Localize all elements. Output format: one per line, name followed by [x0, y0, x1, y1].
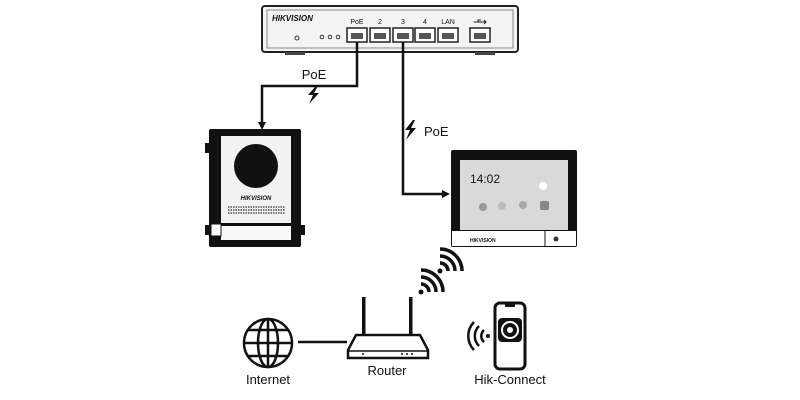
- port-4: [414, 27, 436, 43]
- smartphone-icon: [493, 301, 527, 371]
- usb-icon: [474, 19, 487, 25]
- port-label-poe: PoE: [350, 19, 364, 26]
- port-lan: [437, 27, 459, 43]
- switch-brand-logo: HIKVISION: [272, 14, 313, 23]
- poe-cable-door-station: [258, 42, 359, 130]
- port-label-lan: LAN: [441, 19, 455, 26]
- speaker-grill: [228, 206, 285, 214]
- door-brand-logo: HIKVISION: [241, 196, 272, 202]
- status-leds: [319, 34, 341, 40]
- port-3: [392, 27, 414, 43]
- signal-icon: [467, 321, 490, 351]
- port-2: [369, 27, 391, 43]
- door-station: HIKVISION: [205, 129, 305, 247]
- poe-label-monitor: PoE: [424, 124, 449, 139]
- poe-label-door: PoE: [302, 67, 327, 82]
- port-label-2: 2: [378, 19, 382, 26]
- hik-connect-label: Hik-Connect: [474, 372, 546, 387]
- internet-label: Internet: [246, 372, 290, 387]
- port-usb: [469, 27, 491, 43]
- monitor-brand-logo: HIKVISION: [470, 238, 496, 244]
- indoor-monitor: 14:02 HIKVISION: [451, 150, 577, 247]
- port-poe: [346, 27, 368, 43]
- lightning-icon: [308, 86, 319, 104]
- camera-lens: [234, 144, 278, 188]
- router-icon: [346, 297, 430, 360]
- poe-switch: HIKVISION PoE 2 3 4 LAN: [261, 5, 519, 55]
- monitor-screen: [460, 160, 568, 230]
- monitor-time: 14:02: [470, 172, 500, 186]
- poe-cable-monitor: [401, 42, 450, 198]
- globe-icon: [242, 317, 294, 369]
- router-label: Router: [367, 363, 407, 378]
- lightning-icon: [405, 120, 416, 140]
- wifi-icon: [418, 247, 464, 295]
- port-label-4: 4: [423, 19, 427, 26]
- port-label-3: 3: [401, 19, 405, 26]
